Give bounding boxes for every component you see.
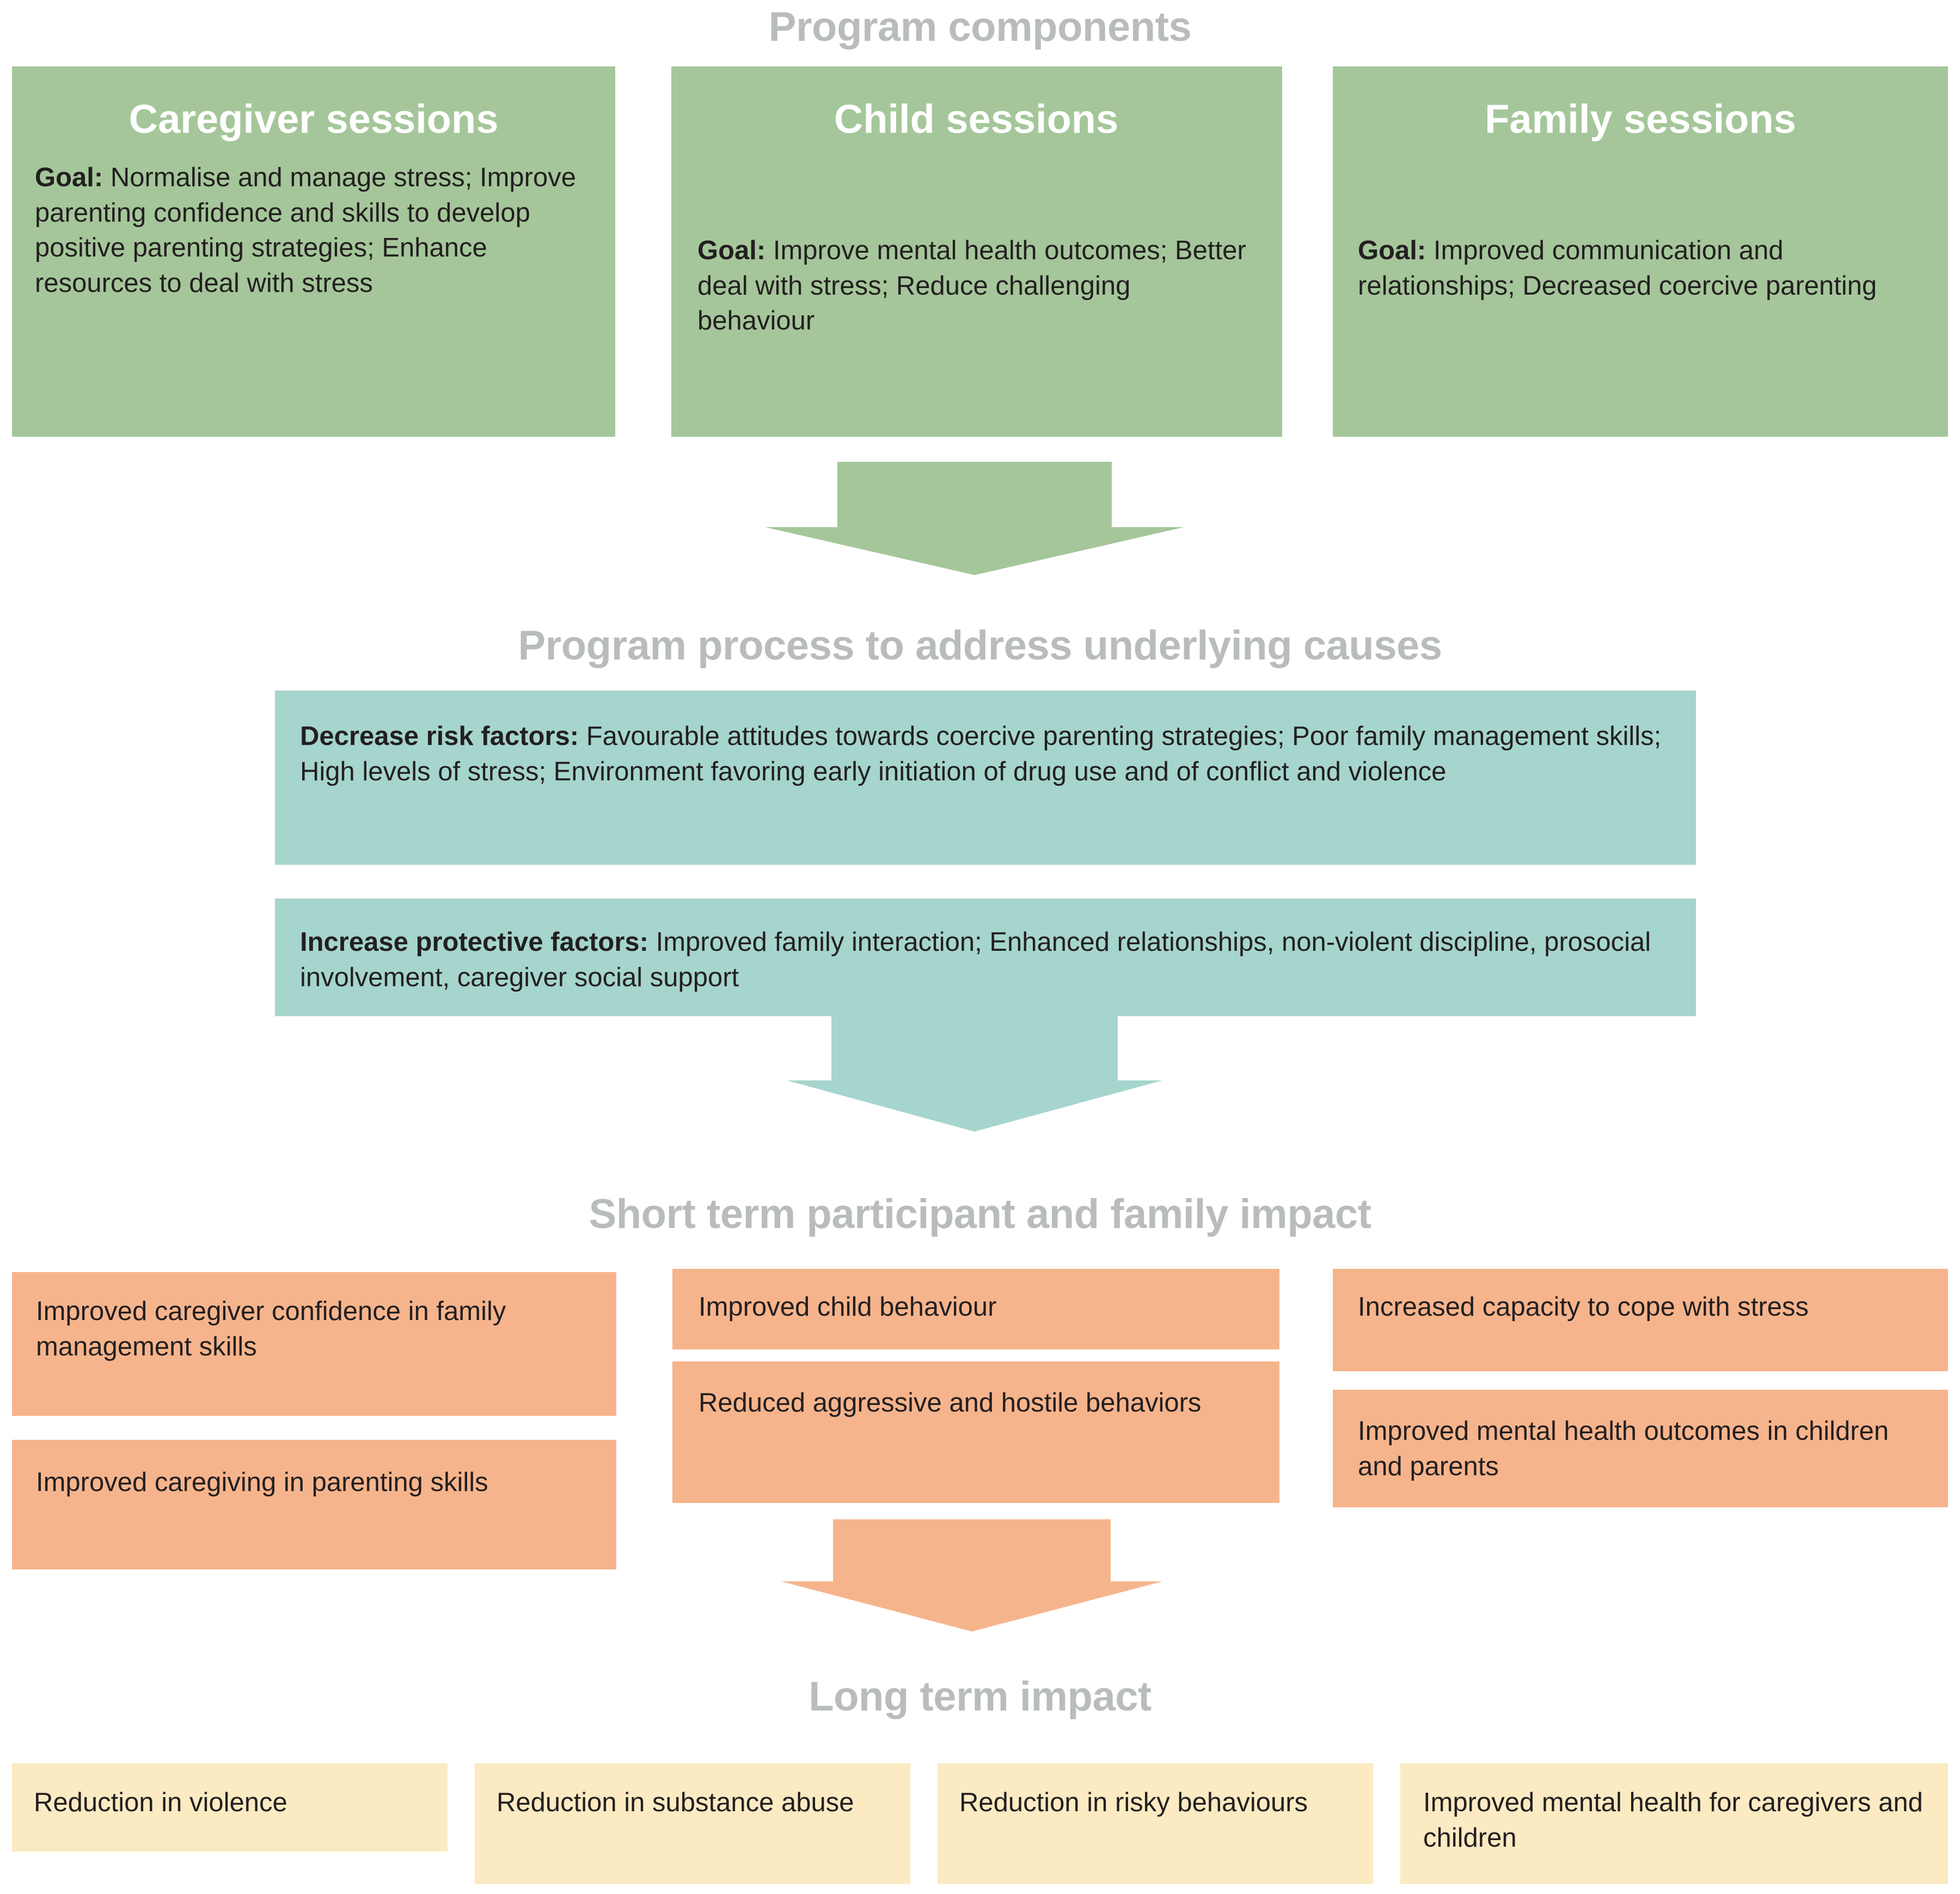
section-title-short-term-impact: Short term participant and family impact	[589, 1191, 1371, 1237]
decrease-risk-label: Decrease risk factors:	[300, 722, 579, 751]
box-body-caregiver-sessions: Goal: Normalise and manage stress; Impro…	[35, 160, 592, 301]
box-improved-caregiving-parenting-skills: Improved caregiving in parenting skills	[12, 1440, 616, 1569]
goal-label-family: Goal:	[1358, 236, 1426, 265]
box-caregiver-sessions: Caregiver sessions Goal: Normalise and m…	[12, 66, 615, 437]
box-text-reduction-in-risky-behaviours: Reduction in risky behaviours	[959, 1788, 1308, 1817]
box-body-decrease-risk-factors: Decrease risk factors: Favourable attitu…	[300, 719, 1671, 789]
box-text-improved-caregiving-parenting-skills: Improved caregiving in parenting skills	[36, 1468, 488, 1497]
box-heading-family-sessions: Family sessions	[1485, 96, 1796, 142]
box-heading-child-sessions: Child sessions	[834, 96, 1119, 142]
goal-label-caregiver: Goal:	[35, 163, 103, 192]
goal-label-child: Goal:	[697, 236, 766, 265]
down-arrow-icon-shortterm-to-longterm	[781, 1519, 1162, 1632]
box-text-reduced-aggressive-hostile-behaviors: Reduced aggressive and hostile behaviors	[699, 1388, 1202, 1418]
box-text-improved-mental-health-outcomes: Improved mental health outcomes in child…	[1358, 1416, 1889, 1481]
box-text-improved-child-behaviour: Improved child behaviour	[699, 1292, 997, 1322]
box-body-increase-protective-factors: Increase protective factors: Improved fa…	[300, 925, 1671, 995]
box-improved-mental-health-caregivers-children: Improved mental health for caregivers an…	[1400, 1763, 1948, 1884]
box-text-improved-mental-health-caregivers-children: Improved mental health for caregivers an…	[1423, 1788, 1923, 1853]
increase-protective-text: Improved family interaction; Enhanced re…	[300, 927, 1651, 992]
box-improved-caregiver-confidence: Improved caregiver confidence in family …	[12, 1272, 616, 1416]
section-title-long-term-impact: Long term impact	[808, 1673, 1152, 1720]
box-heading-caregiver-sessions: Caregiver sessions	[128, 96, 499, 142]
down-arrow-icon-components-to-process	[765, 462, 1184, 575]
box-text-reduction-in-violence: Reduction in violence	[34, 1788, 287, 1817]
box-family-sessions: Family sessions Goal: Improved communica…	[1333, 66, 1948, 437]
box-improved-child-behaviour: Improved child behaviour	[672, 1269, 1279, 1349]
goal-text-child: Improve mental health outcomes; Better d…	[697, 236, 1246, 336]
down-arrow-icon-process-to-shortterm	[787, 1016, 1162, 1132]
box-text-reduction-in-substance-abuse: Reduction in substance abuse	[497, 1788, 854, 1817]
decrease-risk-text: Favourable attitudes towards coercive pa…	[300, 722, 1662, 786]
box-increased-capacity-to-cope-with-stress: Increased capacity to cope with stress	[1333, 1269, 1948, 1371]
box-text-increased-capacity-to-cope-with-stress: Increased capacity to cope with stress	[1358, 1292, 1809, 1322]
box-reduced-aggressive-hostile-behaviors: Reduced aggressive and hostile behaviors	[672, 1361, 1279, 1503]
box-improved-mental-health-outcomes: Improved mental health outcomes in child…	[1333, 1390, 1948, 1507]
box-body-family-sessions: Goal: Improved communication and relatio…	[1358, 233, 1923, 303]
goal-text-family: Improved communication and relationships…	[1358, 236, 1877, 301]
box-reduction-in-risky-behaviours: Reduction in risky behaviours	[938, 1763, 1373, 1884]
box-text-improved-caregiver-confidence: Improved caregiver confidence in family …	[36, 1297, 506, 1361]
increase-protective-label: Increase protective factors:	[300, 927, 648, 957]
box-decrease-risk-factors: Decrease risk factors: Favourable attitu…	[275, 691, 1696, 865]
box-increase-protective-factors: Increase protective factors: Improved fa…	[275, 899, 1696, 1016]
section-title-program-components: Program components	[768, 4, 1192, 50]
box-reduction-in-violence: Reduction in violence	[12, 1763, 448, 1852]
section-title-program-process: Program process to address underlying ca…	[518, 622, 1442, 669]
box-body-child-sessions: Goal: Improve mental health outcomes; Be…	[697, 233, 1255, 339]
box-reduction-in-substance-abuse: Reduction in substance abuse	[475, 1763, 910, 1884]
box-child-sessions: Child sessions Goal: Improve mental heal…	[671, 66, 1282, 437]
goal-text-caregiver: Normalise and manage stress; Improve par…	[35, 163, 576, 298]
